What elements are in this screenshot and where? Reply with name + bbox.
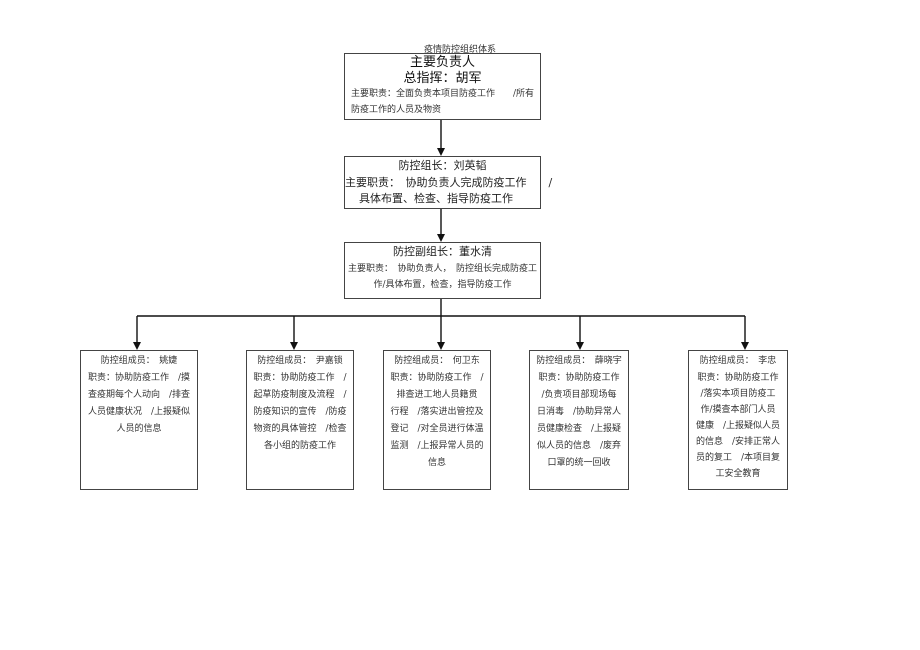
member-box-4: 防控组成员： 薛晓宇 职责：协助防疫工作 /负责项目部现场每 日消毒 /协助异常… (529, 350, 629, 490)
member-2-line-5: 物资的具体管控 /检查 (253, 424, 347, 434)
member-5-line-3: /落实本项目防疫工 (700, 389, 776, 399)
member-5-line-1: 防控组成员： 李忠 (699, 356, 777, 366)
member-3-line-1: 防控组成员： 何卫东 (394, 356, 480, 366)
top-duty-line1: 主要职责：全面负责本项目防疫工作 /所有 (350, 89, 535, 99)
member-3-line-7: 信息 (427, 458, 446, 468)
member-2-line-4: 防疫知识的宣传 /防疫 (253, 407, 347, 417)
member-3-line-6: 监测 /上报异常人员的 (390, 441, 484, 451)
leader-duty-line2: 具体布置、检查、指导防疫工作 (359, 192, 513, 205)
commander-name: 总指挥：胡军 (403, 71, 482, 86)
member-box-5: 防控组成员： 李忠 职责：协助防疫工作 /落实本项目防疫工 作/摸查本部门人员 … (688, 350, 788, 490)
deputy-duty-line1: 主要职责： 协助负责人， 防控组长完成防疫工 (347, 264, 537, 274)
leader-duty-line1: 主要职责： 协助负责人完成防疫工作 / (345, 176, 553, 189)
member-1-line-4: 人员健康状况 /上报疑似 (87, 407, 191, 417)
member-4-line-5: 员健康检查 /上报疑 (536, 424, 622, 434)
member-1-line-1: 防控组成员： 姚婕 (100, 356, 178, 366)
member-2-line-2: 职责：协助防疫工作 / (253, 373, 347, 383)
member-box-1: 防控组成员： 姚婕 职责：协助防疫工作 /摸 查疫期每个人动向 /排查 人员健康… (80, 350, 198, 490)
member-1-line-2: 职责：协助防疫工作 /摸 (87, 373, 191, 383)
member-4-line-1: 防控组成员： 薛晓宇 (536, 356, 622, 366)
member-5-line-8: 工安全教育 (715, 469, 761, 479)
top-box-commander: 主要负责人 总指挥：胡军 主要职责：全面负责本项目防疫工作 /所有 防疫工作的人… (344, 53, 541, 120)
member-5-line-6: 的信息 /安排正常人 (695, 437, 781, 447)
member-5-line-2: 职责：协助防疫工作 (697, 373, 779, 383)
member-5-line-4: 作/摸查本部门人员 (700, 405, 776, 415)
member-5-line-7: 员的复工 /本项目复 (695, 453, 781, 463)
member-3-line-3: 排查进工地人员籍贯 (396, 390, 478, 400)
member-4-line-3: /负责项目部现场每 (541, 390, 617, 400)
member-3-line-5: 登记 /对全员进行体温 (390, 424, 484, 434)
member-4-line-7: 口罩的统一回收 (547, 458, 611, 468)
top-duty-line2: 防疫工作的人员及物资 (351, 105, 442, 115)
member-2-line-3: 起草防疫制度及流程 / (253, 390, 347, 400)
member-box-2: 防控组成员： 尹嘉锁 职责：协助防疫工作 / 起草防疫制度及流程 / 防疫知识的… (246, 350, 354, 490)
deputy-title: 防控副组长：董水清 (393, 245, 492, 258)
member-1-line-3: 查疫期每个人动向 /排查 (87, 390, 191, 400)
member-5-line-5: 健康 /上报疑似人员 (695, 421, 781, 431)
deputy-box: 防控副组长：董水清 主要职责： 协助负责人， 防控组长完成防疫工 作/具体布置，… (344, 242, 541, 299)
member-3-line-4: 行程 /落实进出管控及 (390, 407, 484, 417)
page-title: 疫情防控组织体系 (423, 45, 496, 55)
member-4-line-4: 日消毒 /协助异常人 (536, 407, 622, 417)
member-2-line-6: 各小组的防疫工作 (263, 441, 336, 451)
member-3-line-2: 职责：协助防疫工作 / (390, 373, 484, 383)
deputy-duty-line2: 作/具体布置，检查，指导防疫工作 (373, 280, 512, 290)
leader-title: 防控组长：刘英韬 (398, 159, 487, 172)
member-4-line-2: 职责：协助防疫工作 (538, 373, 620, 383)
role-label: 主要负责人 (409, 55, 475, 70)
member-2-line-1: 防控组成员： 尹嘉锁 (257, 356, 343, 366)
member-4-line-6: 似人员的信息 /废弃 (536, 441, 622, 451)
leader-box: 防控组长：刘英韬 主要职责： 协助负责人完成防疫工作 / 具体布置、检查、指导防… (344, 156, 553, 209)
member-box-3: 防控组成员： 何卫东 职责：协助防疫工作 / 排查进工地人员籍贯 行程 /落实进… (383, 350, 491, 490)
member-1-line-5: 人员的信息 (116, 424, 162, 434)
